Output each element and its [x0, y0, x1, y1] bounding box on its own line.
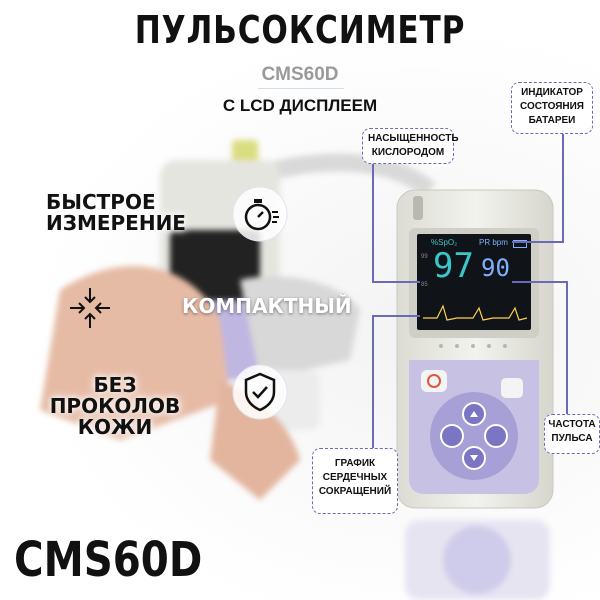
pr-label: PR bpm	[479, 238, 508, 247]
pr-value: 90	[481, 254, 510, 282]
pulse-callout: ЧАСТОТА ПУЛЬСА	[544, 414, 600, 454]
saturation-callout-line-h	[372, 281, 420, 283]
page-title: ПУЛЬСОКСИМЕТР	[134, 8, 466, 52]
model-subtitle: CMS60D	[261, 64, 339, 85]
footer-model: CMS60D	[14, 532, 203, 588]
oximeter-device: %SpO₂ PR bpm 99 85 97 90	[395, 188, 555, 510]
shield-drawing	[232, 364, 288, 420]
compress-arrows-icon	[64, 282, 116, 334]
pulse-callout-line	[566, 282, 568, 415]
stopwatch-drawing	[232, 186, 288, 242]
reflection-drawing	[405, 520, 550, 600]
battery-callout-line	[562, 130, 564, 242]
page-subtitle: С LCD ДИСПЛЕЕМ	[222, 96, 378, 115]
battery-icon	[513, 240, 527, 248]
stopwatch-icon	[232, 186, 288, 242]
model-underline	[258, 88, 344, 89]
feature-no-puncture: БЕЗ ПРОКОЛОВ КОЖИ	[49, 373, 181, 439]
scale-top-value: 99	[421, 254, 428, 260]
pleth-waveform	[423, 304, 528, 321]
spo2-label: %SpO₂	[431, 238, 458, 247]
scale-bottom-value: 85	[421, 282, 428, 288]
heart-graph-callout: ГРАФИК СЕРДЕЧНЫХ СОКРАЩЕНИЙ	[312, 448, 398, 514]
graph-callout-line-h	[372, 315, 420, 317]
spo2-value: 97	[433, 246, 474, 286]
pulse-callout-line-h	[512, 281, 568, 283]
shield-check-icon	[232, 364, 288, 420]
device-reflection	[405, 520, 550, 600]
graph-callout-line	[372, 316, 374, 450]
device-body	[396, 189, 554, 509]
battery-callout-line-h	[512, 241, 564, 243]
saturation-callout-line	[372, 160, 374, 282]
feature-fast: БЫСТРОЕ ИЗМЕРЕНИЕ	[46, 190, 186, 235]
device-screen: %SpO₂ PR bpm 99 85 97 90	[417, 234, 531, 330]
saturation-callout: НАСЫЩЕННОСТЬ КИСЛОРОДОМ	[362, 128, 459, 164]
feature-compact: КОМПАКТНЫЙ	[182, 294, 352, 318]
battery-callout: ИНДИКАТОР СОСТОЯНИЯ БАТАРЕИ	[511, 82, 593, 134]
compress-drawing	[70, 288, 110, 328]
